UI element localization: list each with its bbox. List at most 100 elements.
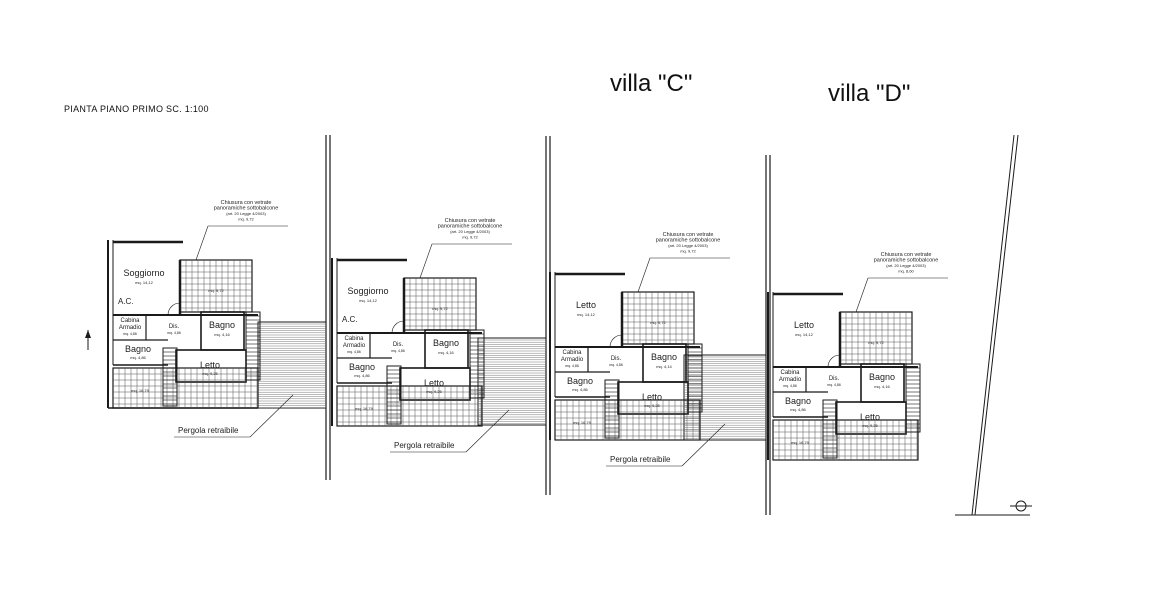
bedroom-label: Letto <box>200 360 220 370</box>
bathroom-label-2: Bagno <box>349 362 375 372</box>
note-text: Chiusura con vetrate <box>881 252 932 258</box>
pergola-hatch-b <box>477 337 547 426</box>
room-area-main: mq. 14,12 <box>577 312 596 317</box>
closet-label: Cabina <box>780 370 800 376</box>
note-leader <box>419 243 433 279</box>
pergola-label: Pergola retraibile <box>394 441 455 450</box>
villa-c-title: villa "C" <box>610 70 693 97</box>
closet-label-2: Armadio <box>119 325 142 331</box>
closet-area: mq. 4,86 <box>347 350 361 354</box>
note-text: panoramiche sottobalcone <box>656 238 721 244</box>
note-text: mq. 9,72 <box>680 249 696 254</box>
bathroom-label: Bagno <box>869 372 895 382</box>
bathroom-area-2: mq. 4,86 <box>354 373 370 378</box>
hall-label: Dis. <box>393 342 404 348</box>
terrace-tiles-border <box>336 385 483 427</box>
bathroom-area: mq. 4,16 <box>438 350 454 355</box>
balcony-area: mq. 9,72 <box>432 306 448 311</box>
room-area-main: mq. 14,12 <box>359 298 378 303</box>
bedroom-area: mq. 9,25 <box>202 371 218 376</box>
stairs-border <box>162 347 178 407</box>
note-leader <box>637 257 651 293</box>
boundary-line <box>974 134 1019 516</box>
bathroom-area: mq. 4,16 <box>874 384 890 389</box>
bathroom-area: mq. 4,14 <box>656 364 672 369</box>
hall-label: Dis. <box>169 324 180 330</box>
balcony-tiles <box>403 277 477 331</box>
terrace-area: mq. 16,79 <box>791 440 810 445</box>
note-text: (art. 20 Legge 4/2003) <box>886 263 926 268</box>
bedroom-label: Letto <box>424 378 444 388</box>
hall-label: Dis. <box>829 376 840 382</box>
hall-area: mq. 4,86 <box>391 349 405 353</box>
bathroom-label: Bagno <box>209 320 235 330</box>
hall-area: mq. 4,86 <box>167 331 181 335</box>
stairs <box>604 379 620 439</box>
note-text: Chiusura con vetrate <box>663 232 714 238</box>
door-swing <box>167 302 181 316</box>
bedroom-area: mq. 9,25 <box>862 423 878 428</box>
room-label-main: Soggiorno <box>123 268 164 278</box>
bedroom-label: Letto <box>860 412 880 422</box>
balcony-tiles <box>839 311 913 365</box>
terrace-area: mq. 16,79 <box>355 406 374 411</box>
stairs-border <box>386 365 402 425</box>
stairs-border <box>822 399 838 459</box>
pergola-leader <box>249 394 294 438</box>
terrace-tiles <box>772 419 919 461</box>
bathroom-area: mq. 4,16 <box>214 332 230 337</box>
pergola-leader <box>465 409 510 453</box>
bathroom-label: Bagno <box>651 352 677 362</box>
note-text: (art. 20 Legge 4/2003) <box>668 243 708 248</box>
hall-area: mq. 4,86 <box>609 363 623 367</box>
balcony-tiles <box>621 291 695 345</box>
room-label-main: Soggiorno <box>347 286 388 296</box>
hall-label: Dis. <box>611 356 622 362</box>
pergola-hatch-c-border <box>683 354 767 441</box>
pergola-label: Pergola retraibile <box>610 455 671 464</box>
pergola-hatch-b-border <box>477 337 547 426</box>
note-text: panoramiche sottobalcone <box>214 206 279 212</box>
stairs <box>245 311 261 381</box>
note-text: Chiusura con vetrate <box>221 200 272 206</box>
pergola-leader <box>681 423 726 467</box>
boundary-line <box>971 134 1015 516</box>
balcony-area: mq. 9,72 <box>208 288 224 293</box>
ac-label: A.C. <box>118 297 134 306</box>
bathroom-wall <box>642 343 687 383</box>
closet-label-2: Armadio <box>561 357 584 363</box>
stairs <box>822 399 838 459</box>
terrace-tiles <box>336 385 483 427</box>
hall-area: mq. 4,86 <box>827 383 841 387</box>
terrace-tiles-border <box>554 399 701 441</box>
bedroom-area: mq. 9,25 <box>426 389 442 394</box>
stairs <box>162 347 178 407</box>
note-text: Chiusura con vetrate <box>445 218 496 224</box>
terrace-tiles-border <box>772 419 919 461</box>
closet-label: Cabina <box>562 350 582 356</box>
terrace-tiles <box>112 367 259 409</box>
note-text: (art. 20 Legge 4/2003) <box>226 211 266 216</box>
bathroom-wall <box>860 363 905 403</box>
stairs <box>687 343 703 413</box>
balcony-area: mq. 9,72 <box>868 340 884 345</box>
door-swing <box>391 320 405 334</box>
bathroom-area-2: mq. 4,86 <box>572 387 588 392</box>
room-label-main: Letto <box>576 300 596 310</box>
ac-label: A.C. <box>342 315 358 324</box>
sheet-title: PIANTA PIANO PRIMO SC. 1:100 <box>64 104 209 114</box>
terrace-area: mq. 16,79 <box>131 388 150 393</box>
note-leader <box>855 277 869 313</box>
closet-area: mq. 4,86 <box>783 384 797 388</box>
pergola-hatch-a <box>257 321 327 409</box>
bathroom-label: Bagno <box>433 338 459 348</box>
pergola-label: Pergola retraibile <box>178 426 239 435</box>
note-text: panoramiche sottobalcone <box>438 224 503 230</box>
balcony-area: mq. 9,72 <box>650 320 666 325</box>
door-swing <box>827 354 841 368</box>
terrace-area: mq. 16,79 <box>573 420 592 425</box>
bathroom-area-2: mq. 4,86 <box>790 407 806 412</box>
note-text: mq. 9,72 <box>238 217 254 222</box>
